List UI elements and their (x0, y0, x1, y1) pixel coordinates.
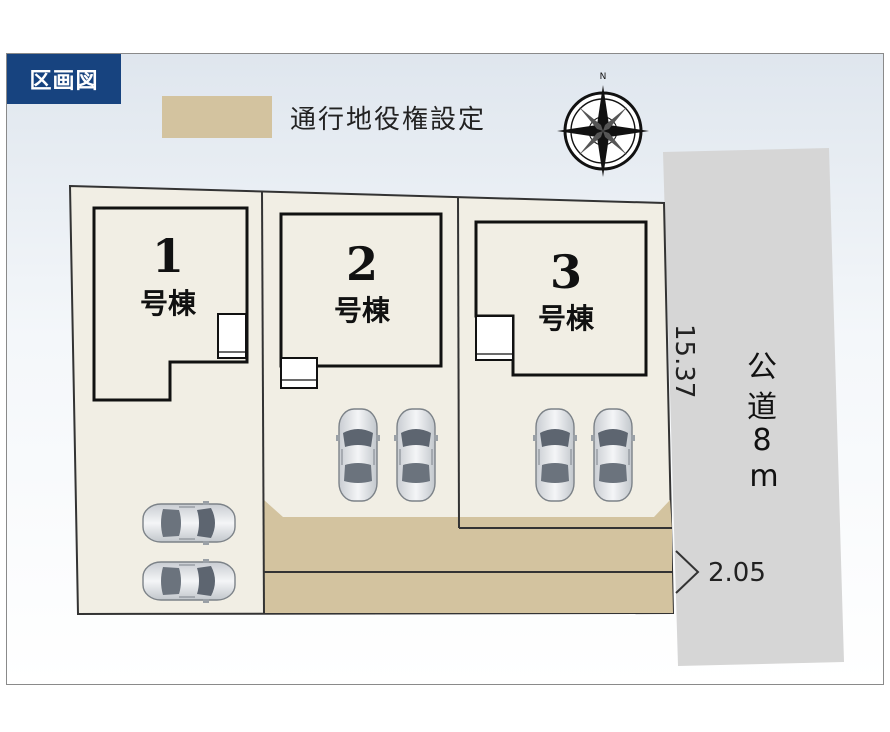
car-icon (532, 408, 578, 502)
building-1-footprint (92, 206, 249, 402)
easement-corner-2 (264, 500, 458, 530)
lot-divider-2-3 (457, 196, 460, 529)
easement-width-marker (675, 550, 700, 594)
easement-strip-upper (264, 530, 672, 572)
building-1-porch (217, 313, 247, 359)
road-label-4: m (749, 459, 778, 494)
easement-width-dimension: 2.05 (708, 558, 766, 588)
frontage-dimension: 15.37 (669, 324, 699, 398)
public-road (663, 148, 844, 666)
lot-2-number: 2 (346, 237, 378, 291)
legend-label: 通行地役権設定 (290, 105, 487, 135)
lot-3-number: 3 (550, 245, 582, 299)
lot-1-label: 号棟 (140, 287, 197, 320)
easement-corner-3 (458, 500, 672, 530)
legend-swatch-easement (162, 96, 272, 138)
page-title: 区画図 (7, 54, 121, 104)
lot-divider-1-2 (261, 191, 265, 615)
car-icon (590, 408, 636, 502)
lot-1-number: 1 (152, 229, 184, 283)
car-icon (335, 408, 381, 502)
road-label-1: 公 (747, 350, 777, 385)
building-3-porch (475, 315, 514, 361)
lot-2-label: 号棟 (334, 294, 391, 327)
compass-north-label: N (600, 72, 607, 82)
car-icon (142, 558, 236, 604)
car-icon (393, 408, 439, 502)
compass-rose-icon: N (557, 72, 649, 177)
building-2-footprint (279, 212, 443, 368)
easement-strip-lower (264, 572, 673, 613)
road-label-3: 8 (752, 423, 771, 458)
car-icon (142, 500, 236, 546)
lot-3-label: 号棟 (538, 302, 595, 335)
building-2-porch (280, 357, 318, 389)
road-label-2: 道 (747, 390, 777, 425)
